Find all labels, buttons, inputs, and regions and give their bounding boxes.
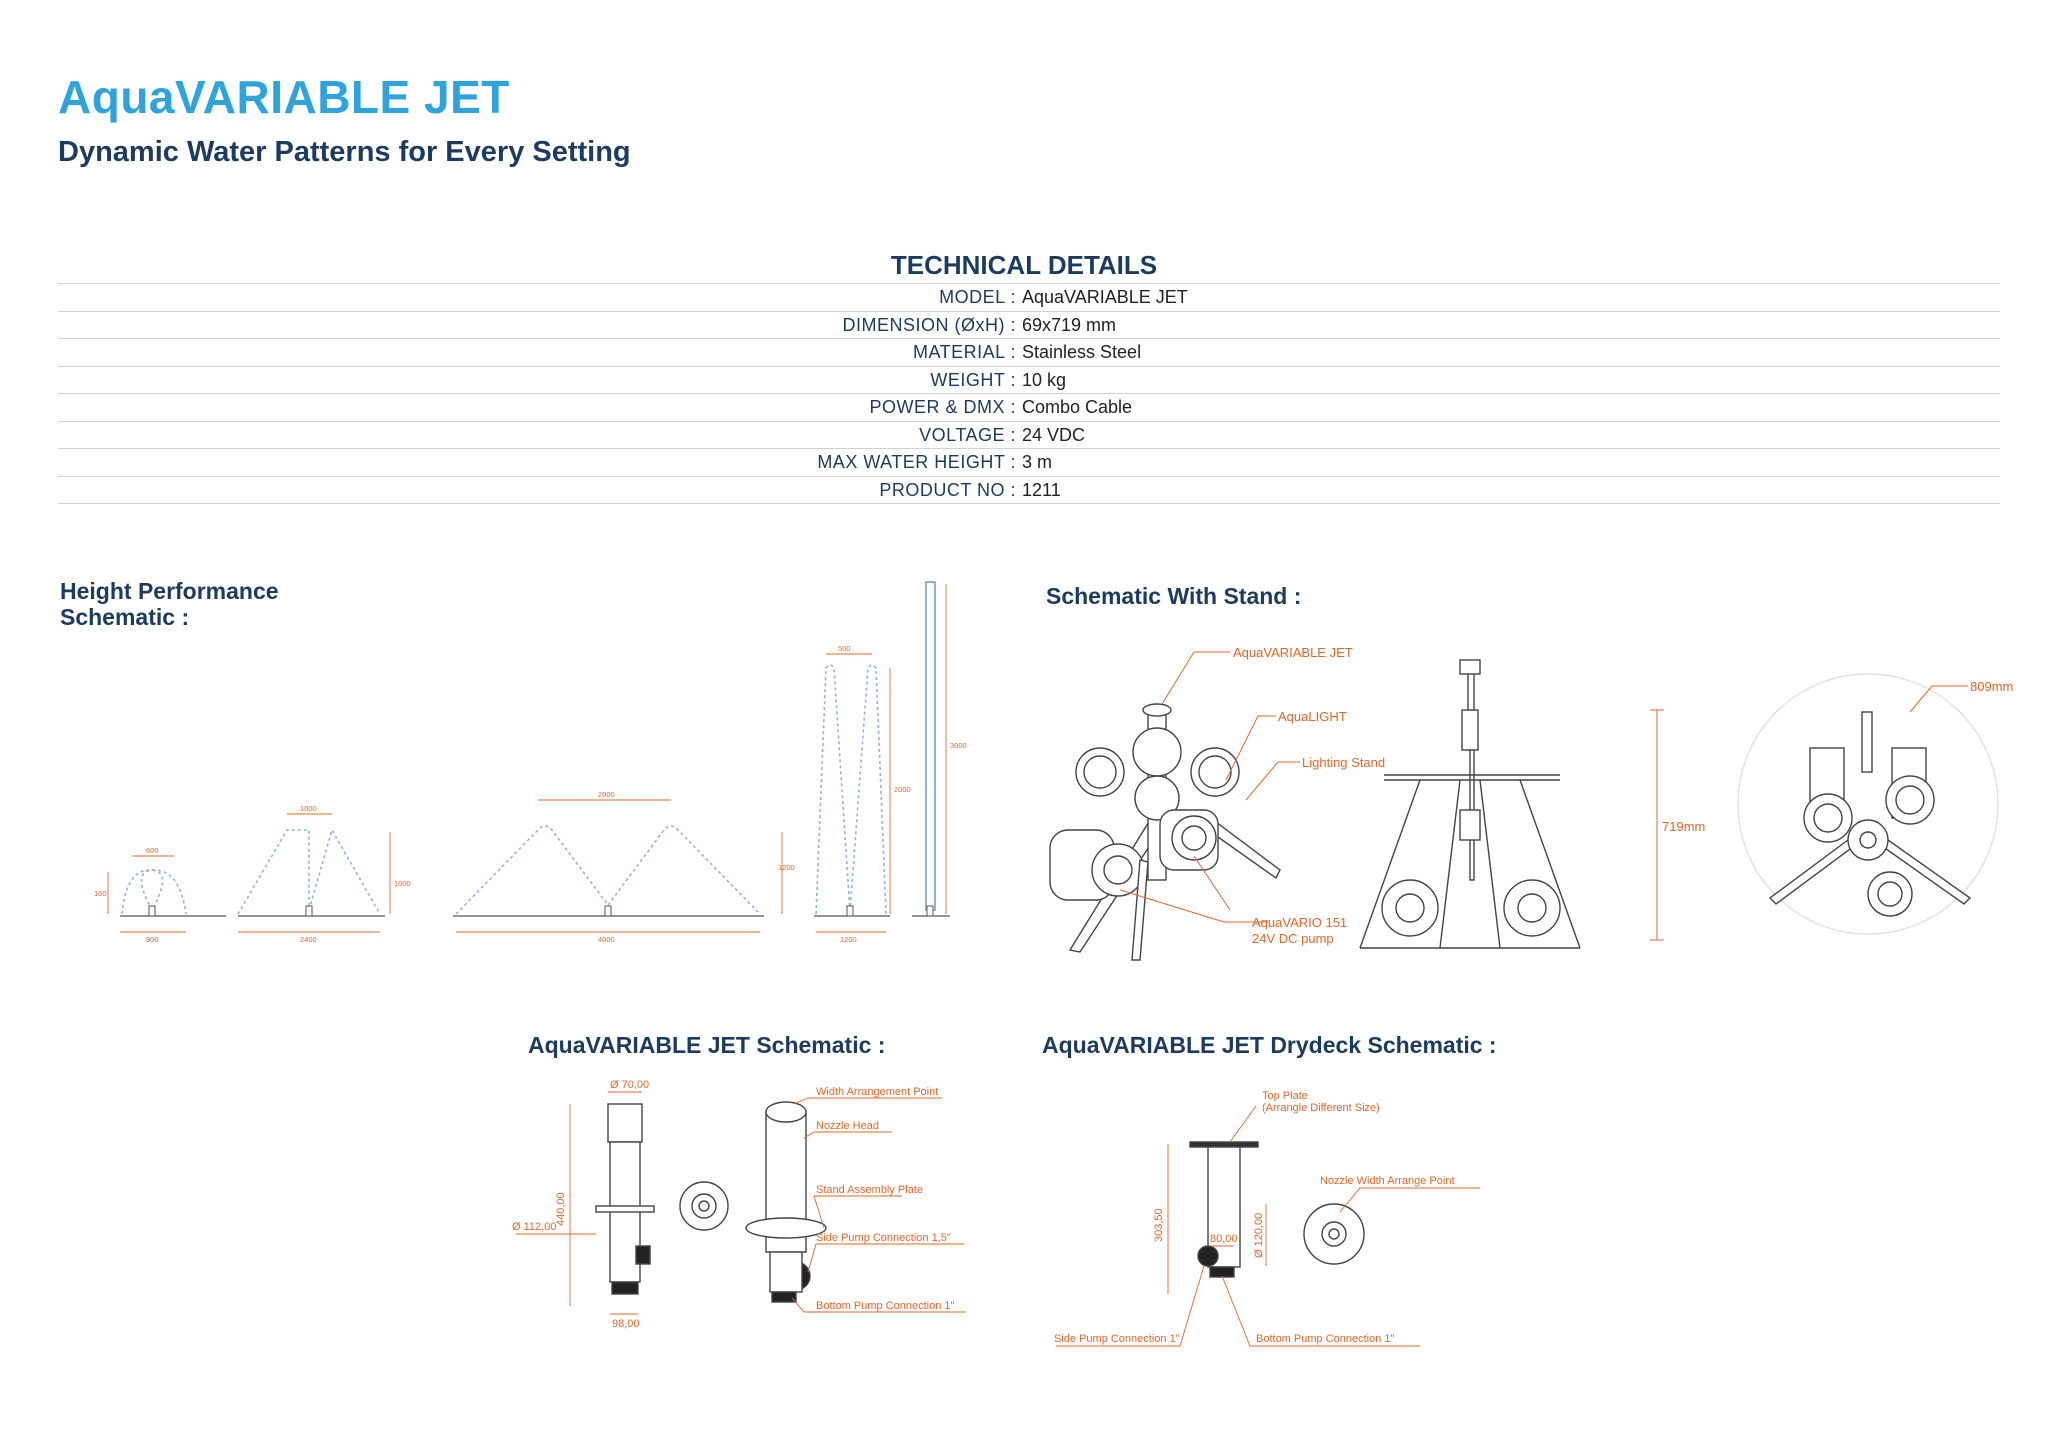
dim-c-width: 2000 [598,790,615,799]
label-plate: Stand Assembly Plate [816,1184,923,1196]
spec-value: 3 m [1022,452,1053,472]
jet-schematic-diagram: Ø 70,00 440,00 Ø 112,00 98,00 Width Arra… [512,1079,966,1330]
height-performance-diagram: 600 160 900 1000 1000 2400 2000 1200 400… [94,581,967,944]
label-top-plate-line2: (Arrangle Different Size) [1262,1102,1380,1114]
spec-row-weight: WEIGHT : 10 kg [58,365,2000,394]
label-stand: Lighting Stand [1302,755,1385,770]
technical-details-heading: TECHNICAL DETAILS [890,250,1158,280]
label-light: AquaLIGHT [1278,709,1347,724]
label-diameter: 809mm [1970,679,2013,694]
spec-value: 1211 [1022,479,1061,500]
dim-d112: Ø 112,00 [512,1221,556,1233]
dim-d-base: 1200 [840,935,857,944]
dim-b-base: 2400 [300,935,317,944]
spec-value: 24 VDC [1022,424,1086,445]
spec-row-product-no: PRODUCT NO : 1211 [58,475,2000,504]
dim-d120: Ø 120,00 [1253,1213,1265,1258]
label-bottom-pump: Bottom Pump Connection 1" [1256,1333,1395,1345]
spec-row-voltage: VOLTAGE : 24 VDC [58,420,2000,449]
dim-e-height: 3000 [950,741,967,750]
label-pump1: AquaVARIO 151 [1252,915,1347,930]
dim-b-height: 1000 [394,879,411,888]
spec-label: POWER & DMX : [869,397,1016,417]
spec-label: MAX WATER HEIGHT : [817,452,1016,472]
dim-w80: 80,00 [1210,1233,1238,1245]
spec-label: WEIGHT : [930,369,1016,390]
spec-label: PRODUCT NO : [879,479,1016,500]
dim-d-width: 500 [838,644,851,653]
drydeck-schematic-title: AquaVARIABLE JET Drydeck Schematic : [1042,1032,1497,1058]
dim-w98: 98,00 [612,1318,640,1330]
spec-value: AquaVARIABLE JET [1022,287,1188,307]
page-title: AquaVARIABLE JET [58,71,510,123]
stand-schematic-title: Schematic With Stand : [1046,583,1302,609]
height-performance-title-line1: Height Performance [60,578,279,604]
spec-row-max-height: MAX WATER HEIGHT : 3 m [58,448,2000,476]
dim-c-base: 4000 [598,935,615,944]
spec-label: MODEL : [939,287,1016,307]
label-top-plate-line1: Top Plate [1262,1090,1308,1102]
dim-a-base: 900 [146,935,159,944]
spec-label: MATERIAL : [912,342,1016,362]
spec-value: 10 kg [1022,369,1067,390]
height-performance-title-line2: Schematic : [60,604,190,630]
spec-row-power: POWER & DMX : Combo Cable [58,393,2000,421]
drydeck-schematic-diagram: Top Plate (Arrangle Different Size) Nozz… [1054,1090,1480,1347]
label-jet: AquaVARIABLE JET [1233,645,1353,660]
spec-label: VOLTAGE : [919,424,1016,445]
label-nozzle-head: Nozzle Head [816,1120,879,1132]
label-side-pump: Side Pump Connection 1,5" [816,1232,951,1244]
height-performance-title: Height Performance Schematic : [60,578,279,630]
dim-c-height: 1200 [778,863,795,872]
dim-d-height: 2000 [894,785,911,794]
spec-value: Combo Cable [1022,397,1133,417]
label-pump2: 24V DC pump [1252,931,1334,946]
dim-d70: Ø 70,00 [610,1079,649,1091]
spec-label: DIMENSION (ØxH) : [842,314,1016,335]
dim-h303: 303,50 [1153,1208,1165,1242]
spec-table: MODEL : AquaVARIABLE JET DIMENSION (ØxH) … [58,283,2000,504]
label-width-point: Width Arrangement Point [816,1086,938,1098]
spec-value: 69x719 mm [1022,314,1117,335]
label-bottom-pump: Bottom Pump Connection 1" [816,1300,955,1312]
spec-value: Stainless Steel [1022,342,1142,362]
label-height: 719mm [1662,819,1705,834]
jet-schematic-title: AquaVARIABLE JET Schematic : [528,1032,886,1058]
dim-b-width: 1000 [300,804,317,813]
label-side-pump: Side Pump Connection 1" [1054,1333,1180,1345]
dim-a-width: 600 [146,846,159,855]
spec-row-dimension: DIMENSION (ØxH) : 69x719 mm [58,310,2000,339]
spec-row-material: MATERIAL : Stainless Steel [58,338,2000,366]
stand-diagram: AquaVARIABLE JET AquaLIGHT Lighting Stan… [1049,645,2013,961]
page-subtitle: Dynamic Water Patterns for Every Setting [58,136,631,168]
spec-row-model: MODEL : AquaVARIABLE JET [58,283,2000,311]
label-nozzle-width: Nozzle Width Arrange Point [1320,1175,1455,1187]
dim-h440: 440,00 [555,1192,567,1226]
dim-a-height: 160 [94,889,107,898]
